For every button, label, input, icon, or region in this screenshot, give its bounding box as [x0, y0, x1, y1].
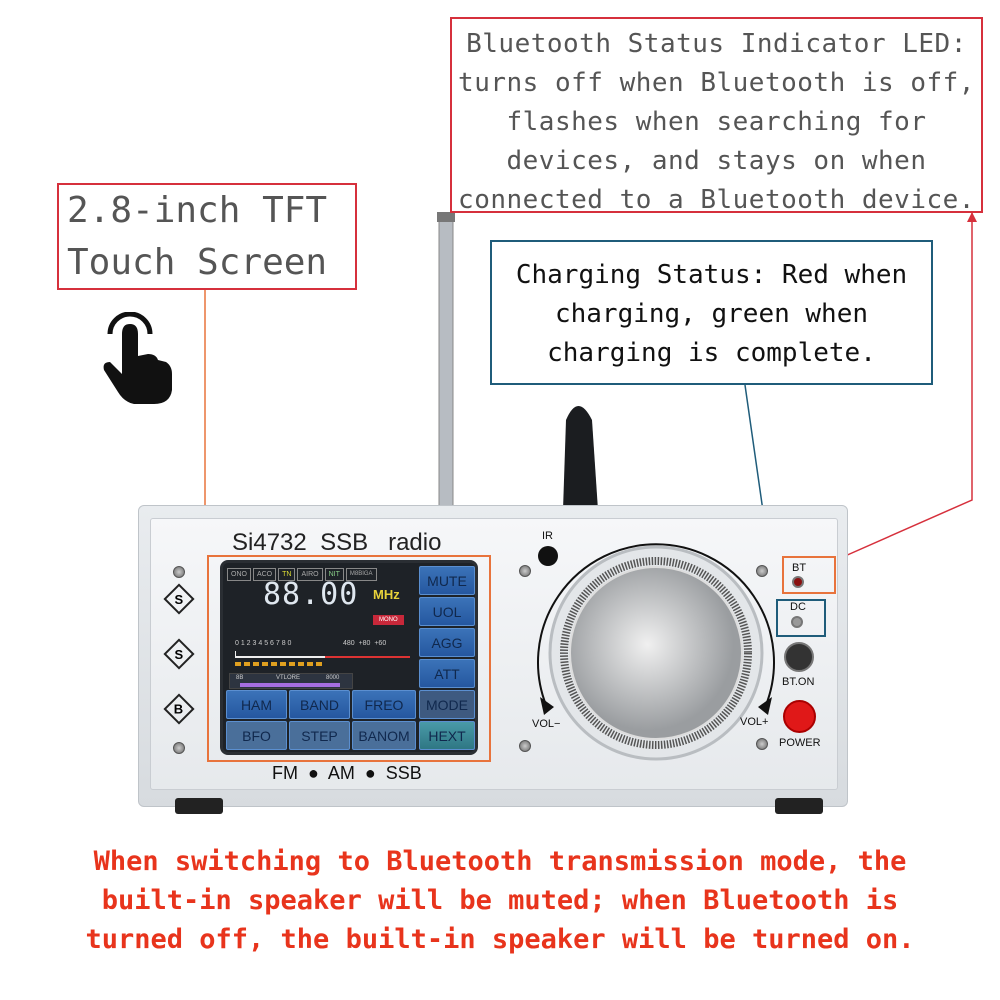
status-tab[interactable]: NIT [324, 568, 344, 581]
charging-status-led [791, 616, 803, 628]
power-label: POWER [779, 737, 821, 749]
status-tab[interactable]: TN [278, 568, 296, 581]
screw [173, 566, 185, 578]
dc-led-label: DC [790, 601, 806, 613]
foot-left [175, 798, 223, 814]
bfo-button[interactable]: BFO [226, 721, 287, 750]
bluetooth-led-callout: Bluetooth Status Indicator LED: turns of… [450, 17, 983, 215]
bt-on-label: BT.ON [782, 676, 815, 688]
freq-button[interactable]: FREO [352, 690, 416, 719]
ir-label: IR [542, 530, 553, 542]
signal-scale-left: 0 1 2 3 4 5 6 7 8 0 [235, 640, 292, 647]
ir-sensor [538, 546, 558, 566]
mono-badge: MONO [373, 615, 404, 625]
screw [173, 742, 185, 754]
band-button[interactable]: BAND [289, 690, 350, 719]
screw [519, 565, 531, 577]
mode-button[interactable]: MODE [419, 690, 475, 719]
power-button[interactable] [783, 700, 816, 733]
side-logo-letter: S [174, 646, 184, 662]
mute-button[interactable]: MUTE [419, 566, 475, 595]
status-tabs: ONO ACO TN AIRO NIT M8BIGA [227, 568, 377, 581]
radio-modes-label: FM ● AM ● SSB [272, 763, 422, 783]
volume-knob[interactable] [526, 525, 786, 785]
screw [756, 565, 768, 577]
signal-scale-right: 480 +80 +60 [343, 640, 387, 647]
vol-plus-label: VOL+ [740, 716, 769, 728]
agc-button[interactable]: AGG [419, 628, 475, 657]
signal-meter-white [235, 651, 325, 658]
radio-model-title: Si4732 SSB radio [232, 529, 442, 556]
frequency-display: 88.00 [263, 577, 359, 612]
charging-status-callout: Charging Status: Red when charging, gree… [490, 240, 933, 385]
slider-right-label: 8000 [326, 675, 340, 681]
side-logo-letter: B [174, 701, 184, 717]
bt-on-button[interactable] [784, 642, 814, 672]
side-logo-letter: S [174, 591, 184, 607]
dc-led-highlight [776, 599, 826, 637]
bandwidth-slider[interactable]: 8B VTLORE 8000 [229, 673, 353, 689]
touch-hand-icon [103, 312, 172, 404]
screw [756, 738, 768, 750]
status-tab[interactable]: M8BIGA [345, 568, 377, 581]
bt-led-label: BT [792, 562, 807, 574]
touch-screen-callout: 2.8-inch TFT Touch Screen [57, 183, 357, 290]
bluetooth-antenna [563, 406, 598, 510]
status-tab[interactable]: ONO [227, 568, 251, 581]
banom-button[interactable]: BANOM [352, 721, 416, 750]
signal-bars [235, 662, 325, 666]
foot-right [775, 798, 823, 814]
screen-highlight-box [207, 555, 491, 762]
step-button[interactable]: STEP [289, 721, 350, 750]
status-tab[interactable]: ACO [252, 568, 277, 581]
slider-mid-label: VTLORE [276, 675, 301, 681]
signal-meter-red [325, 651, 410, 658]
ham-button[interactable]: HAM [226, 690, 287, 719]
bt-led-highlight [782, 556, 836, 594]
slider-fill [240, 683, 340, 687]
side-logo: S S B [163, 583, 195, 725]
bluetooth-speaker-note: When switching to Bluetooth transmission… [85, 846, 915, 955]
status-tab[interactable]: AIRO [297, 568, 323, 581]
slider-left-label: 8B [236, 675, 244, 681]
volume-button[interactable]: UOL [419, 597, 475, 626]
tft-touch-screen[interactable]: ONO ACO TN AIRO NIT M8BIGA 88.00 MHz MON… [220, 560, 478, 755]
frequency-unit: MHz [373, 587, 400, 602]
att-button[interactable]: ATT [419, 659, 475, 688]
bt-status-led [792, 576, 804, 588]
hext-button[interactable]: HEXT [419, 721, 475, 750]
screw [519, 740, 531, 752]
telescopic-antenna [438, 219, 454, 511]
vol-minus-label: VOL− [532, 718, 561, 730]
